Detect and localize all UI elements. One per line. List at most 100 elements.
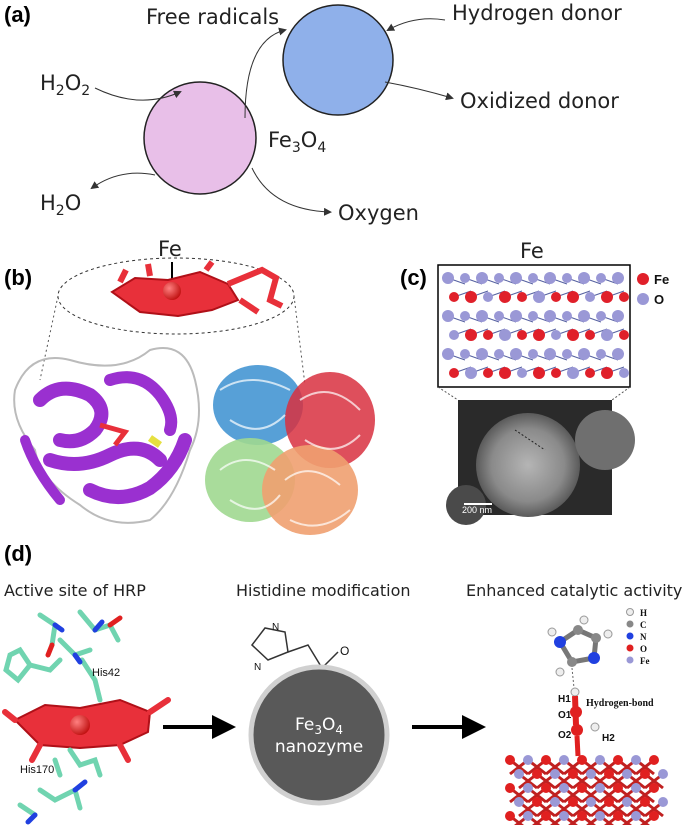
free-radicals-label: Free radicals bbox=[146, 5, 279, 29]
surface-atom bbox=[559, 811, 569, 821]
oxidized-donor-label: Oxidized donor bbox=[460, 89, 619, 113]
legend-fe: Fe bbox=[640, 656, 650, 666]
nanozyme-circle bbox=[248, 664, 390, 806]
lattice-atom bbox=[619, 292, 629, 302]
surface-atom bbox=[568, 797, 578, 807]
lattice-atom bbox=[619, 330, 629, 340]
lattice-atom bbox=[476, 272, 488, 284]
lattice-atom bbox=[551, 330, 561, 340]
lattice-atom bbox=[562, 273, 572, 283]
fe3o4-surface-lattice bbox=[505, 755, 668, 825]
lattice-atom bbox=[619, 368, 629, 378]
lattice-atom bbox=[585, 292, 595, 302]
h2o2-in-arrow bbox=[94, 87, 182, 101]
legend-o-dot bbox=[637, 293, 649, 305]
heme-group bbox=[110, 260, 284, 318]
lattice-atom bbox=[476, 310, 488, 322]
nanozyme-label: nanozyme bbox=[275, 737, 363, 757]
lattice-atom bbox=[528, 311, 538, 321]
lattice-atom bbox=[465, 329, 477, 341]
zoom-line-left bbox=[39, 295, 59, 381]
surface-atom bbox=[559, 755, 569, 765]
lattice-atom bbox=[612, 348, 624, 360]
oxygen-arrow bbox=[251, 167, 332, 216]
lattice-atom bbox=[494, 349, 504, 359]
surface-atom bbox=[505, 811, 515, 821]
zoom-line-c-right bbox=[611, 386, 631, 401]
title-active-site: Active site of HRP bbox=[4, 581, 146, 600]
lattice-atom bbox=[562, 311, 572, 321]
surface-atom bbox=[613, 755, 623, 765]
lattice-atom bbox=[551, 368, 561, 378]
surface-atom bbox=[577, 811, 587, 821]
lattice-atom bbox=[585, 368, 595, 378]
lattice-atom bbox=[567, 329, 579, 341]
surface-atom bbox=[613, 811, 623, 821]
title-enhanced: Enhanced catalytic activity bbox=[466, 581, 682, 600]
oxygen-label: Oxygen bbox=[338, 201, 419, 225]
enhanced-structure: H1 O1 O2 H2 Hydrogen-bond H C N O Fe bbox=[505, 608, 668, 825]
surface-atom bbox=[595, 783, 605, 793]
surface-atom bbox=[631, 811, 641, 821]
lattice-atom bbox=[601, 367, 613, 379]
legend-fe-label: Fe bbox=[654, 272, 669, 287]
legend-o-label: O bbox=[654, 292, 664, 307]
histidine-structure: O N N bbox=[250, 622, 349, 683]
nanoparticle-sphere bbox=[476, 413, 580, 517]
surface-atom bbox=[523, 783, 533, 793]
lattice-atom bbox=[533, 367, 545, 379]
surface-atom bbox=[577, 783, 587, 793]
surface-atom bbox=[541, 811, 551, 821]
lattice-atom bbox=[460, 349, 470, 359]
lattice-atom bbox=[544, 272, 556, 284]
surface-atom bbox=[523, 755, 533, 765]
lattice-atom bbox=[601, 329, 613, 341]
surface-atom bbox=[640, 769, 650, 779]
fe3o4-label: Fe3O4 bbox=[268, 128, 326, 156]
lattice-atom bbox=[578, 310, 590, 322]
lattice-atom bbox=[544, 310, 556, 322]
panel-b-fe-label: Fe bbox=[158, 237, 182, 261]
lattice-atom bbox=[544, 348, 556, 360]
surface-atom bbox=[577, 755, 587, 765]
hrp-monomer-ribbon bbox=[13, 347, 200, 524]
surface-atom bbox=[532, 769, 542, 779]
lattice-atom bbox=[494, 311, 504, 321]
oxidized-donor-arrow bbox=[384, 81, 454, 101]
o2-label: O2 bbox=[558, 730, 572, 741]
lattice-atom bbox=[567, 367, 579, 379]
svg-text:N: N bbox=[272, 622, 279, 633]
surface-atom bbox=[568, 769, 578, 779]
surface-atom bbox=[541, 783, 551, 793]
lattice-atom bbox=[567, 291, 579, 303]
lattice-atom bbox=[499, 291, 511, 303]
lattice-atom bbox=[483, 330, 493, 340]
lattice-atom bbox=[612, 310, 624, 322]
surface-atom bbox=[604, 769, 614, 779]
surface-atom bbox=[595, 811, 605, 821]
lattice-atom bbox=[449, 368, 459, 378]
lattice-atom bbox=[612, 272, 624, 284]
surface-atom bbox=[622, 769, 632, 779]
hrp-active-site: His42 His170 bbox=[2, 609, 171, 825]
hydrogen-bond-label: Hydrogen-bond bbox=[586, 698, 654, 709]
crystal-lattice-box bbox=[437, 264, 631, 388]
panel-d: (d) Active site of HRP Histidine modific… bbox=[2, 541, 682, 825]
svg-text:N: N bbox=[254, 662, 261, 673]
svg-text:O: O bbox=[340, 644, 349, 658]
lattice-atom bbox=[596, 311, 606, 321]
lattice-atom bbox=[449, 292, 459, 302]
panel-a-label: (a) bbox=[4, 2, 31, 27]
lattice-atom bbox=[533, 329, 545, 341]
surface-atom bbox=[586, 797, 596, 807]
lattice-atom bbox=[601, 291, 613, 303]
surface-atom bbox=[631, 783, 641, 793]
donor-blue-circle bbox=[282, 4, 394, 116]
lattice-atom bbox=[585, 330, 595, 340]
hydrogen-donor-label: Hydrogen donor bbox=[452, 1, 622, 25]
surface-atom bbox=[550, 797, 560, 807]
lattice-atom bbox=[517, 368, 527, 378]
zoom-line-c-left bbox=[437, 386, 459, 401]
lattice-atom bbox=[596, 273, 606, 283]
panel-c-label: (c) bbox=[400, 265, 427, 290]
